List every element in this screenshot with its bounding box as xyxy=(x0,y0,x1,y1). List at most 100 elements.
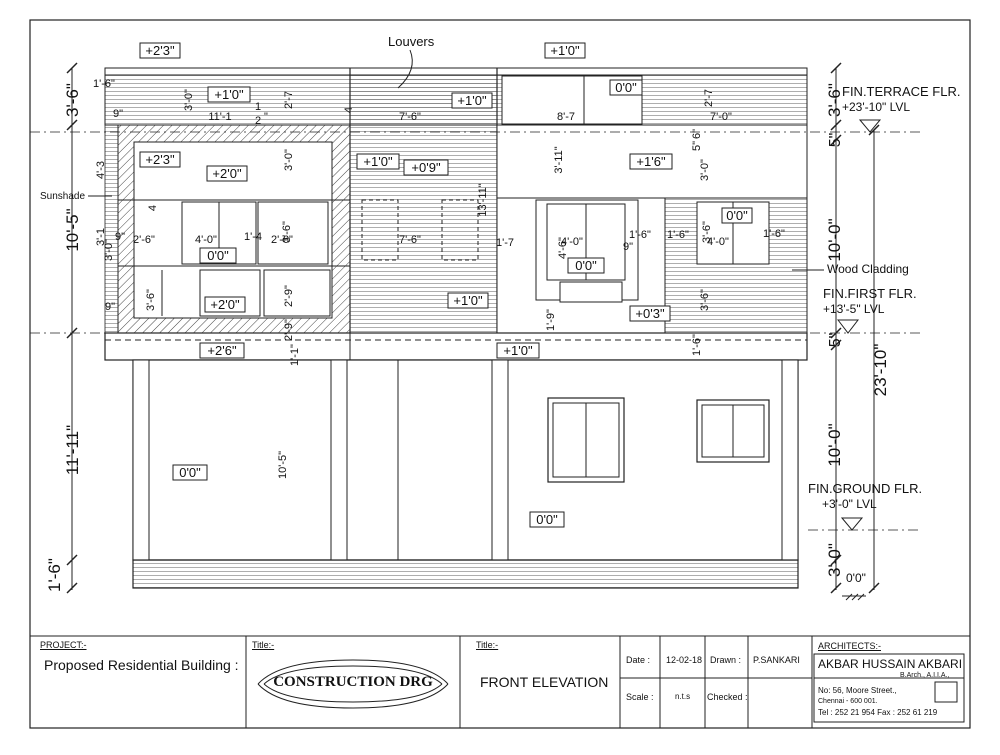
right-dim-6: 3'-0" xyxy=(825,543,844,577)
architect-name: AKBAR HUSSAIN AKBARI xyxy=(818,657,963,671)
title-label-1: Title:- xyxy=(252,640,275,650)
dimension-text: 9" xyxy=(105,301,115,313)
level-tag: 0'0" xyxy=(179,465,201,480)
front-elevation-title: FRONT ELEVATION xyxy=(480,674,609,690)
dimension-text: 10'-5" xyxy=(277,451,289,479)
dimension-text: 3'-0" xyxy=(183,89,195,111)
level-tag: +1'6" xyxy=(636,154,666,169)
first-level-value: +13'-5" LVL xyxy=(823,302,885,316)
level-tag: +0'9" xyxy=(411,160,441,175)
dimension-text: 3'-6" xyxy=(281,221,293,243)
level-tag-box xyxy=(139,42,181,59)
level-tag: +1'0" xyxy=(503,343,533,358)
dimension-text: 3'-0" xyxy=(283,149,295,171)
level-tag: +1'0" xyxy=(363,154,393,169)
scale-label: Scale : xyxy=(626,692,654,702)
dimension-text: 1'-6" xyxy=(629,229,651,241)
level-tag: 0'0" xyxy=(536,512,558,527)
dimension-text: 1 xyxy=(255,101,261,113)
title-label-2: Title:- xyxy=(476,640,499,650)
date-label: Date : xyxy=(626,655,651,665)
drawn-value: P.SANKARI xyxy=(753,655,800,665)
louver-panel xyxy=(349,74,498,334)
left-dim-1: 3'-6" xyxy=(63,83,82,117)
first-level-name: FIN.FIRST FLR. xyxy=(823,286,917,301)
level-tag: +2'6" xyxy=(207,343,237,358)
level-tag-box xyxy=(567,257,605,274)
level-tag: +1'0" xyxy=(550,43,580,58)
left-dim-3: 11'-11" xyxy=(63,425,82,475)
level-tag: +1'0" xyxy=(214,87,244,102)
architect-qual: B.Arch., A.I.I.A., xyxy=(900,672,950,679)
level-tag: 0'0" xyxy=(615,80,637,95)
dimension-text: 2'-7 xyxy=(283,91,295,109)
dimension-text: 1'-6" xyxy=(667,229,689,241)
right-dim-5: 10'-0" xyxy=(825,423,844,466)
dimension-text: 4 xyxy=(147,205,159,211)
right-dim-3: 10'-0" xyxy=(825,218,844,261)
level-tag-box xyxy=(199,247,237,264)
right-dim-2: 5" xyxy=(827,133,844,148)
level-tag: +0'3" xyxy=(635,306,665,321)
dimension-text: 4'-0" xyxy=(707,236,729,248)
ground-level-value: +3'-0" LVL xyxy=(822,497,877,511)
level-tag-box xyxy=(172,464,208,481)
level-tag-box xyxy=(199,342,245,359)
dimension-text: 8'-7 xyxy=(557,111,575,123)
level-tag-box xyxy=(629,305,671,322)
dimension-text: 7'-6" xyxy=(399,111,421,123)
level-tag-box xyxy=(451,92,493,109)
checked-label: Checked : xyxy=(707,692,748,702)
dimension-text: 1'-9" xyxy=(545,309,557,331)
level-tag-box xyxy=(721,207,753,224)
dimension-text: 7'-6" xyxy=(399,234,421,246)
dimension-text: " xyxy=(264,111,268,123)
level-tag: 0'0" xyxy=(575,258,597,273)
level-tag-box xyxy=(447,292,489,309)
dimension-text: 4 xyxy=(343,107,355,113)
level-tag-box xyxy=(206,165,248,182)
level-tag: +2'3" xyxy=(145,43,175,58)
right-dim-4: 5" xyxy=(827,333,844,348)
date-value: 12-02-18 xyxy=(666,655,703,665)
dimension-text: 4'-0" xyxy=(195,234,217,246)
scale-value: n.t.s xyxy=(675,692,691,701)
dimension-text: 9" xyxy=(115,231,125,243)
address-line-2: Chennai - 600 001. xyxy=(818,698,878,705)
dimension-text: 1'-6" xyxy=(691,334,703,356)
level-tag-box xyxy=(629,153,673,170)
dimension-text: 1'-6" xyxy=(763,228,785,240)
right-dim-1: 3'-6" xyxy=(825,83,844,117)
dimension-text: 3'-6" xyxy=(701,221,713,243)
dimension-text: 2 xyxy=(255,115,261,127)
dimension-text: 13'-11" xyxy=(477,183,489,216)
construction-drg-title: CONSTRUCTION DRG xyxy=(273,674,433,690)
plinth xyxy=(132,559,799,589)
dimension-text: 3'-0" xyxy=(699,159,711,181)
wood-cladding-label: Wood Cladding xyxy=(827,262,909,276)
level-tag-box xyxy=(139,151,181,168)
dimension-text: 3'-1 xyxy=(95,228,107,246)
dimension-text: 3'-6" xyxy=(699,289,711,311)
dimension-text: 1'-7 xyxy=(496,237,514,249)
sunshade-label: Sunshade xyxy=(40,191,85,202)
level-tag: +2'3" xyxy=(145,152,175,167)
level-tag-box xyxy=(496,342,540,359)
sheet-border xyxy=(29,19,971,729)
level-tag: +1'0" xyxy=(457,93,487,108)
dimension-text: 2'-9" xyxy=(283,285,295,307)
dimension-text: 3'-6" xyxy=(145,289,157,311)
left-dim-2: 10'-5" xyxy=(63,208,82,251)
dimension-text: 3'-11" xyxy=(553,146,565,173)
project-value: Proposed Residential Building : xyxy=(44,657,239,673)
dimension-text: 9" xyxy=(113,108,123,120)
dimension-text: 6" xyxy=(691,129,703,139)
terrace-level-value: +23'-10" LVL xyxy=(842,100,910,114)
level-tag: 0'0" xyxy=(207,248,229,263)
level-tag-box xyxy=(544,42,586,59)
dimension-text: 4'-0" xyxy=(561,236,583,248)
level-tag-box xyxy=(204,296,246,313)
terrace-level-name: FIN.TERRACE FLR. xyxy=(842,84,960,99)
dimension-text: 2'-6" xyxy=(271,234,293,246)
